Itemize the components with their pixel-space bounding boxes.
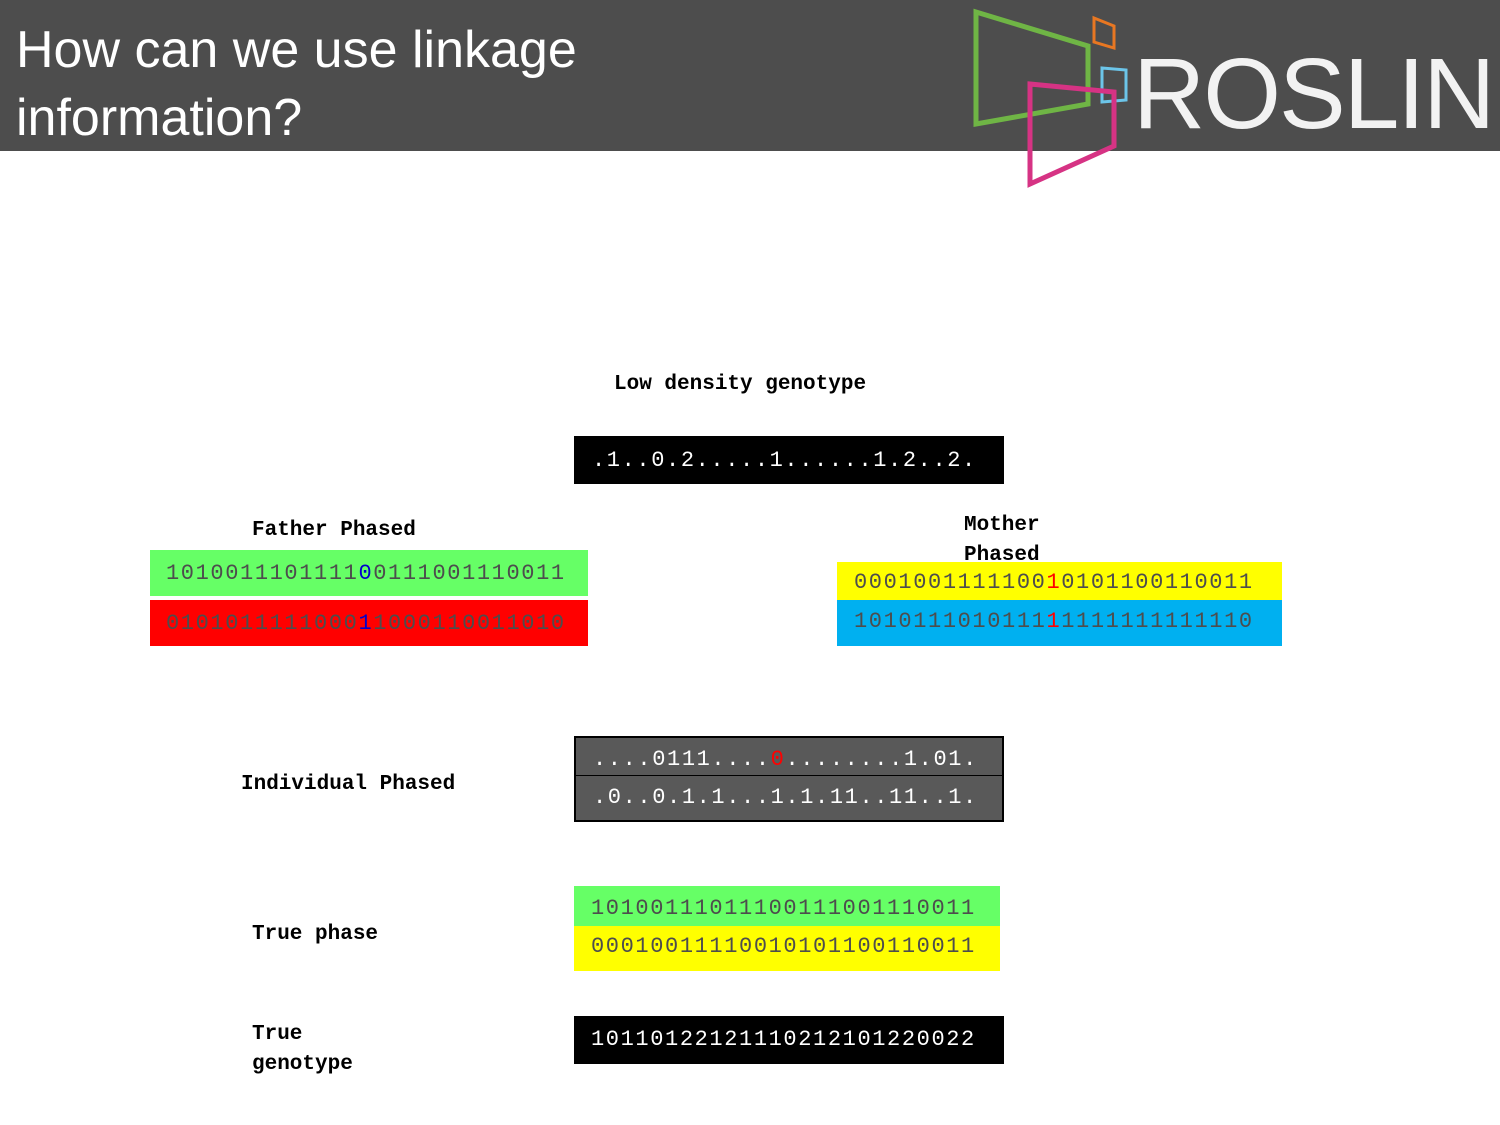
seq-part: 0111001110011 bbox=[373, 561, 566, 586]
title-line-2: information? bbox=[16, 89, 303, 147]
seq-part: 1010111010111 bbox=[854, 609, 1047, 634]
seq-marker: 1 bbox=[358, 611, 374, 636]
father-phased-label: Father Phased bbox=[252, 519, 416, 542]
seq-part: 0101100110011 bbox=[1061, 570, 1254, 595]
true-genotype-label-2: genotype bbox=[252, 1053, 353, 1076]
individual-phased-label: Individual Phased bbox=[241, 773, 456, 796]
individual-haplotype-1: ....0111....0........1.01. bbox=[574, 736, 1004, 776]
individual-haplotype-2: .0..0.1.1...1.1.11..11..1. bbox=[574, 775, 1004, 822]
seq-marker: 0 bbox=[770, 747, 786, 772]
seq-part: ........1.01. bbox=[785, 747, 978, 772]
mother-haplotype-1: 000100111110010101100110011 bbox=[837, 562, 1282, 602]
seq-part: 0101011111000 bbox=[166, 611, 359, 636]
mother-phased-label-1: Mother bbox=[964, 514, 1040, 537]
slide-title: How can we use linkage information? bbox=[16, 16, 776, 152]
father-haplotype-1: 101001110111100111001110011 bbox=[150, 550, 588, 596]
true-genotype-label-1: True bbox=[252, 1023, 303, 1046]
seq-part: 0001001111100 bbox=[854, 570, 1047, 595]
logo-wordmark: ROSLIN bbox=[1133, 38, 1495, 150]
low-density-label: Low density genotype bbox=[614, 373, 867, 396]
seq-marker: 1 bbox=[1046, 609, 1062, 634]
seq-part: 1111111111110 bbox=[1061, 609, 1254, 634]
title-line-1: How can we use linkage bbox=[16, 21, 577, 79]
mother-haplotype-2: 101011101011111111111111110 bbox=[837, 600, 1282, 646]
seq-part: 1000110011010 bbox=[373, 611, 566, 636]
header-bar: How can we use linkage information? bbox=[0, 0, 1500, 151]
true-phase-haplotype-2: 00010011110010101100110011 bbox=[574, 926, 1000, 971]
true-phase-label: True phase bbox=[252, 923, 379, 946]
seq-marker: 0 bbox=[358, 561, 374, 586]
true-genotype: 10110122121110212101220022 bbox=[574, 1016, 1004, 1064]
seq-part: 1010011101111 bbox=[166, 561, 359, 586]
seq-marker: 1 bbox=[1046, 570, 1062, 595]
father-haplotype-2: 010101111100011000110011010 bbox=[150, 600, 588, 646]
true-phase-haplotype-1: 10100111011100111001110011 bbox=[574, 886, 1000, 928]
low-density-genotype: .1..0.2.....1......1.2..2. bbox=[574, 436, 1004, 484]
roslin-logo bbox=[973, 8, 1128, 188]
seq-part: ....0111.... bbox=[593, 747, 771, 772]
mother-phased-label-2: Phased bbox=[964, 544, 1040, 567]
